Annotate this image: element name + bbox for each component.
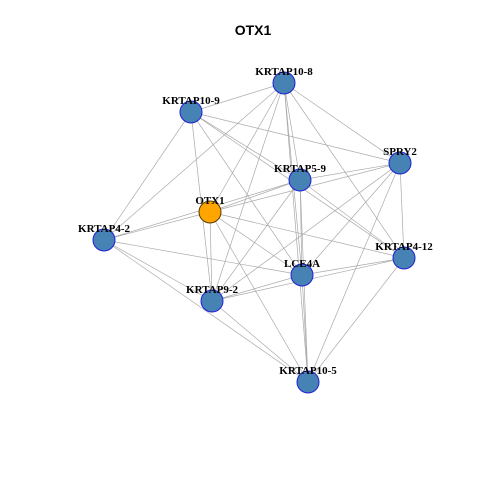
- node-label-krtap10-8: KRTAP10-8: [255, 66, 313, 78]
- node-label-krtap4-12: KRTAP4-12: [375, 241, 433, 253]
- node-krtap10-9: [179, 100, 203, 124]
- node-spry2: [388, 151, 412, 175]
- node-krtap4-2: [92, 228, 116, 252]
- edge-krtap5-9-otx1: [209, 179, 301, 213]
- edge-spry2-lce4a: [301, 162, 401, 276]
- edge-krtap10-9-lce4a: [190, 111, 303, 276]
- node-krtap4-12: [392, 246, 416, 270]
- edge-krtap10-8-otx1: [209, 82, 285, 213]
- edge-krtap10-9-spry2: [190, 111, 401, 164]
- node-lce4a: [290, 263, 314, 287]
- edge-krtap4-12-krtap10-5: [307, 257, 405, 383]
- edge-spry2-krtap5-9: [299, 162, 401, 181]
- edge-lce4a-krtap9-2: [211, 274, 303, 302]
- edge-krtap10-8-spry2: [283, 82, 401, 164]
- node-krtap9-2: [200, 289, 224, 313]
- edge-krtap5-9-krtap9-2: [211, 179, 301, 302]
- node-label-krtap10-5: KRTAP10-5: [279, 365, 337, 377]
- edge-krtap4-12-lce4a: [301, 257, 405, 276]
- edge-krtap10-8-krtap9-2: [211, 82, 285, 302]
- edge-otx1-lce4a: [209, 211, 303, 276]
- edge-krtap10-9-krtap5-9: [190, 111, 301, 181]
- edge-krtap10-8-krtap4-12: [283, 82, 405, 259]
- edge-krtap5-9-krtap4-12: [299, 179, 405, 259]
- edge-krtap4-2-krtap9-2: [103, 239, 213, 302]
- node-label-krtap10-9: KRTAP10-9: [162, 95, 220, 107]
- edge-spry2-krtap9-2: [211, 162, 401, 302]
- node-krtap10-8: [272, 71, 296, 95]
- node-label-krtap9-2: KRTAP9-2: [186, 284, 238, 296]
- edge-krtap10-8-krtap5-9: [283, 82, 301, 181]
- edge-krtap9-2-krtap10-5: [211, 300, 309, 383]
- node-krtap10-5: [296, 370, 320, 394]
- node-label-krtap4-2: KRTAP4-2: [78, 223, 130, 235]
- edge-otx1-krtap4-2: [103, 211, 211, 241]
- edge-otx1-krtap9-2: [209, 211, 213, 302]
- node-layer: [92, 71, 416, 394]
- edge-spry2-krtap10-5: [307, 162, 401, 383]
- node-label-otx1: OTX1: [195, 195, 224, 207]
- edge-krtap4-2-lce4a: [103, 239, 303, 276]
- edge-spry2-krtap4-12: [399, 162, 405, 259]
- node-label-spry2: SPRY2: [383, 146, 417, 158]
- edge-otx1-krtap4-12: [209, 211, 405, 259]
- edge-krtap4-2-krtap10-5: [103, 239, 309, 383]
- edge-krtap10-9-krtap4-2: [103, 111, 192, 241]
- node-otx1: [198, 200, 222, 224]
- edge-krtap10-8-krtap4-2: [103, 82, 285, 241]
- edge-layer: [103, 82, 405, 383]
- edge-krtap10-8-krtap10-9: [190, 82, 285, 113]
- diagram-title: OTX1: [235, 22, 272, 38]
- node-krtap5-9: [288, 168, 312, 192]
- edge-lce4a-krtap10-5: [301, 274, 309, 383]
- edge-otx1-krtap10-5: [209, 211, 309, 383]
- label-layer: KRTAP10-8KRTAP10-9SPRY2KRTAP5-9OTX1KRTAP…: [78, 66, 433, 377]
- node-label-lce4a: LCE4A: [284, 258, 320, 270]
- node-label-krtap5-9: KRTAP5-9: [274, 163, 326, 175]
